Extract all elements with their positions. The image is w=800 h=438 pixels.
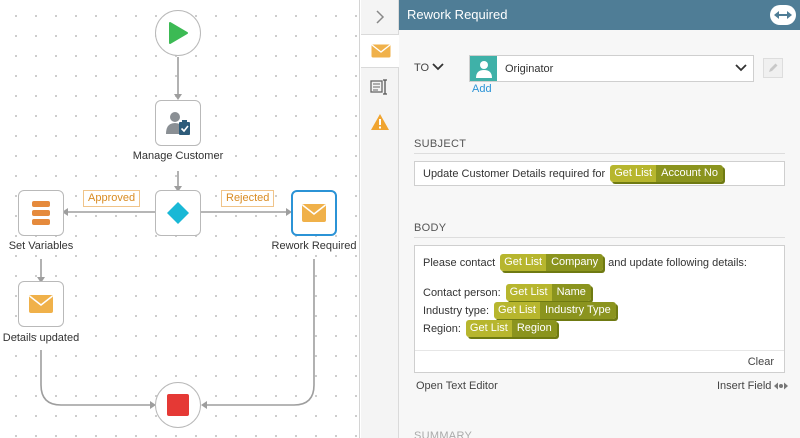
panel-title: Rework Required (407, 7, 508, 22)
play-icon (169, 22, 188, 44)
edit-recipient-button[interactable] (763, 58, 783, 78)
recipient-value: Originator (505, 63, 554, 75)
to-label: TO (414, 62, 430, 74)
panel-toggle-button[interactable] (770, 5, 796, 25)
workflow-canvas[interactable]: Manage Customer Approved Rejected Set Va… (0, 0, 360, 438)
tab-email[interactable] (361, 34, 400, 68)
region-label: Region: (423, 322, 461, 335)
token-source: Get List (465, 320, 512, 337)
properties-panel: Rework Required TO Originator (399, 0, 800, 438)
body-line-industry: Industry type: Get List Industry Type (423, 302, 616, 319)
body-editor[interactable]: Please contact Get List Company and upda… (414, 245, 785, 373)
open-text-editor-link[interactable]: Open Text Editor (416, 380, 498, 392)
field-token-name[interactable]: Get List Name (505, 284, 591, 301)
insert-field-button[interactable]: Insert Field (717, 380, 789, 392)
rework-required-node[interactable] (291, 190, 337, 236)
set-variables-label: Set Variables (8, 240, 74, 252)
pencil-icon (769, 63, 778, 72)
properties-side-tabs (361, 0, 400, 438)
connector-rework-end (205, 259, 315, 406)
manage-customer-label: Manage Customer (132, 150, 224, 162)
warning-icon (371, 114, 389, 130)
token-field: Industry Type (539, 302, 616, 319)
recipient-select[interactable]: Originator (469, 55, 754, 82)
subject-text: Update Customer Details required for (423, 167, 606, 180)
body-title: BODY (414, 222, 447, 234)
summary-title: SUMMARY (414, 430, 473, 438)
subject-title: SUBJECT (414, 138, 467, 150)
token-field: Account No (656, 165, 723, 182)
chevron-down-icon (432, 63, 444, 71)
field-token-company[interactable]: Get List Company (500, 254, 604, 271)
chevron-down-icon (735, 64, 747, 72)
avatar (470, 56, 497, 81)
start-node[interactable] (155, 10, 201, 56)
connector-details-end (40, 350, 152, 406)
add-recipient-link[interactable]: Add (472, 83, 492, 95)
token-field: Company (546, 254, 604, 271)
branch-label-approved: Approved (83, 190, 141, 207)
user-task-icon (166, 112, 190, 135)
token-source: Get List (610, 165, 657, 182)
envelope-icon (302, 204, 326, 222)
expand-arrows-icon (774, 11, 792, 19)
text-format-icon (370, 79, 387, 95)
tab-text-format[interactable] (361, 70, 399, 104)
database-icon (32, 201, 50, 225)
branch-label-rejected: Rejected (221, 190, 275, 207)
panel-header: Rework Required (399, 0, 800, 30)
envelope-icon (371, 44, 390, 58)
set-variables-node[interactable] (18, 190, 64, 236)
end-node[interactable] (155, 382, 201, 428)
body-intro-suffix: and update following details: (608, 256, 747, 269)
recipient-dropdown-toggle[interactable] (735, 63, 747, 76)
body-line-contact: Contact person: Get List Name (423, 284, 591, 301)
field-token-region[interactable]: Get List Region (465, 320, 557, 337)
subject-divider (414, 153, 785, 154)
body-divider (414, 237, 785, 238)
field-token-industry-type[interactable]: Get List Industry Type (494, 302, 616, 319)
stop-icon (167, 394, 189, 416)
details-updated-label: Details updated (2, 332, 80, 344)
token-source: Get List (500, 254, 547, 271)
token-field: Region (511, 320, 557, 337)
token-source: Get List (505, 284, 552, 301)
details-updated-node[interactable] (18, 281, 64, 327)
envelope-icon (29, 295, 53, 313)
tab-warnings[interactable] (361, 105, 399, 139)
contact-label: Contact person: (423, 286, 501, 299)
rework-required-label: Rework Required (271, 240, 357, 252)
body-line-region: Region: Get List Region (423, 320, 557, 337)
to-expand-toggle[interactable] (432, 62, 444, 75)
user-icon (475, 60, 492, 78)
subject-input[interactable]: Update Customer Details required for Get… (414, 161, 785, 186)
token-field: Name (551, 284, 591, 301)
connector-lines (37, 57, 315, 409)
body-intro-prefix: Please contact (423, 256, 496, 269)
collapse-panel-button[interactable] (361, 0, 399, 34)
industry-label: Industry type: (423, 304, 490, 317)
insert-field-label: Insert Field (717, 380, 772, 392)
body-line-intro: Please contact Get List Company and upda… (423, 254, 747, 271)
diamond-icon (167, 202, 189, 224)
clear-body-button[interactable]: Clear (747, 356, 774, 368)
token-source: Get List (494, 302, 540, 319)
decision-node[interactable] (155, 190, 201, 236)
field-token-account-no[interactable]: Get List Account No (610, 165, 723, 182)
expand-arrows-icon (774, 382, 789, 390)
chevron-right-icon (376, 10, 385, 24)
manage-customer-node[interactable] (155, 100, 201, 146)
body-footer: Clear (415, 350, 784, 372)
